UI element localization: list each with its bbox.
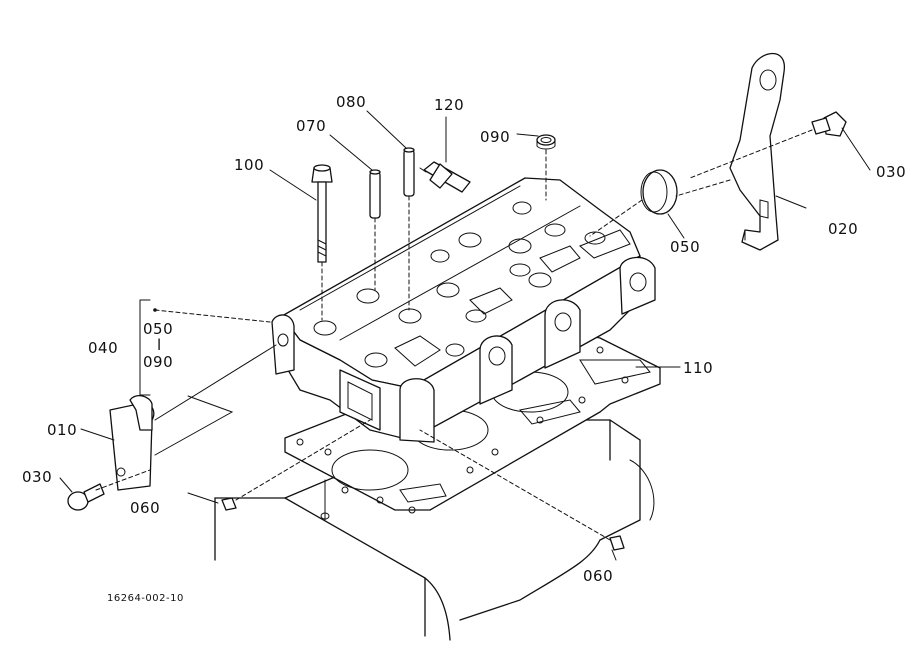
label-part-060-right: 060: [583, 567, 613, 585]
label-part-040-sep: l: [157, 336, 162, 354]
stud-060-left: [221, 497, 237, 511]
label-part-070: 070: [296, 117, 326, 135]
leader-lines: [59, 110, 871, 561]
label-part-100: 100: [234, 156, 264, 174]
label-part-060-left: 060: [130, 499, 160, 517]
stud-060-right: [609, 535, 625, 551]
label-part-080: 080: [336, 93, 366, 111]
label-part-110: 110: [683, 359, 713, 377]
label-part-050: 050: [670, 238, 700, 256]
label-part-120: 120: [434, 96, 464, 114]
bolt-030-left: [67, 483, 105, 511]
label-part-090-top: 090: [480, 128, 510, 146]
label-part-040: 040: [88, 339, 118, 357]
drawing-code: 16264-002-10: [107, 593, 184, 604]
valve-guide-080: [403, 147, 415, 197]
label-part-010: 010: [47, 421, 77, 439]
glow-plug-120: [419, 161, 471, 193]
label-part-030-right: 030: [876, 163, 906, 181]
bolt-100: [311, 164, 333, 263]
cap-090-top: [536, 134, 556, 150]
callout-labels: 100 070 080 120 090 030 020 050 110 040 …: [22, 93, 906, 604]
cylinder-head: [271, 177, 656, 443]
label-part-040-from: 050: [143, 320, 173, 338]
label-part-040-to: 090: [143, 353, 173, 371]
valve-guide-070: [369, 169, 381, 219]
label-part-030-left: 030: [22, 468, 52, 486]
front-bracket-010: [109, 394, 155, 491]
bolt-030-right: [811, 111, 847, 137]
label-part-020: 020: [828, 220, 858, 238]
plug-050: [640, 169, 678, 215]
